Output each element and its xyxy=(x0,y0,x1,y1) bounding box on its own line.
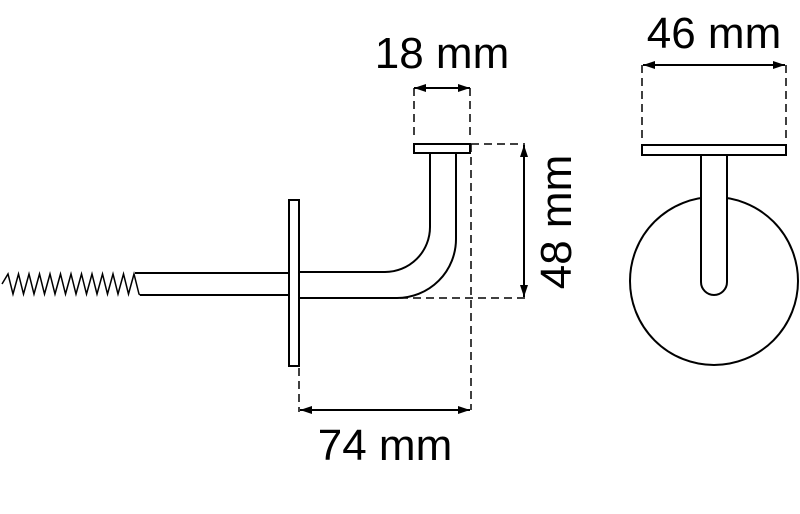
front-view xyxy=(629,144,799,366)
dim-label-74: 74 mm xyxy=(318,421,452,470)
bracket-arm xyxy=(299,153,457,299)
rail-saddle-front xyxy=(641,144,787,156)
wall-plate xyxy=(288,199,300,367)
side-view xyxy=(1,143,471,367)
dim-label-48: 48 mm xyxy=(532,155,581,289)
rail-saddle xyxy=(413,143,471,154)
bracket-stem xyxy=(700,155,728,296)
dim-label-18: 18 mm xyxy=(375,29,509,78)
dim-label-46: 46 mm xyxy=(647,9,781,58)
screw-threads xyxy=(1,271,141,297)
extension-lines xyxy=(298,65,787,412)
